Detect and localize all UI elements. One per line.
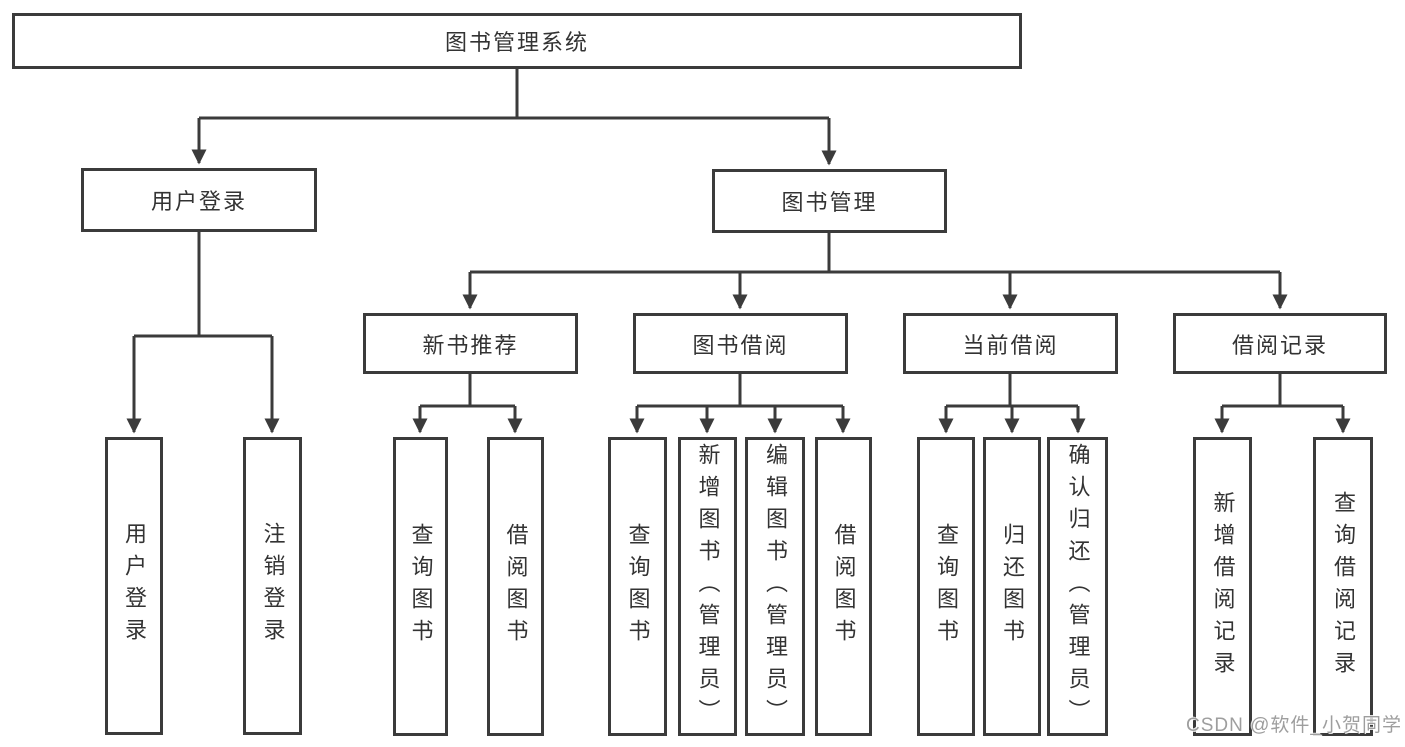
node-book-borrow-label: 图书借阅 — [692, 332, 789, 358]
leaf-user-login-label: 用户登录 — [122, 522, 147, 650]
edges-book-management — [462, 233, 1288, 310]
node-root-label: 图书管理系统 — [444, 30, 589, 55]
leaf-query-books-current-label: 查询图书 — [934, 522, 959, 651]
watermark: CSDN @软件_小贺同学 — [1186, 715, 1402, 736]
leaf-add-borrow-record: 新增借阅记录 — [1193, 437, 1252, 736]
edges-current-borrow — [938, 374, 1086, 434]
edges-book-borrow — [629, 374, 851, 434]
node-user-login-label: 用户登录 — [150, 189, 247, 214]
leaf-confirm-return-admin-label: 确认归还（管理员） — [1065, 442, 1091, 731]
node-borrow-records: 借阅记录 — [1173, 313, 1387, 374]
edges-user-login — [126, 232, 280, 434]
node-root: 图书管理系统 — [12, 13, 1022, 69]
edges-new-book-recommend — [412, 374, 523, 434]
edges-borrow-records — [1214, 374, 1351, 434]
leaf-borrow-books-recommend-label: 借阅图书 — [503, 522, 529, 651]
leaf-add-book-admin: 新增图书（管理员） — [678, 437, 737, 736]
node-current-borrow-label: 当前借阅 — [962, 332, 1059, 358]
leaf-user-login: 用户登录 — [105, 437, 163, 735]
node-current-borrow: 当前借阅 — [903, 313, 1118, 374]
leaf-query-books-borrow: 查询图书 — [608, 437, 667, 736]
leaf-logout: 注销登录 — [243, 437, 302, 735]
leaf-logout-label: 注销登录 — [260, 522, 286, 650]
leaf-edit-book-admin: 编辑图书（管理员） — [745, 437, 805, 736]
leaf-query-borrow-record-label: 查询借阅记录 — [1331, 490, 1356, 683]
node-user-login: 用户登录 — [81, 168, 317, 232]
edges-root — [191, 69, 837, 166]
leaf-return-book: 归还图书 — [983, 437, 1041, 736]
node-new-book-recommend: 新书推荐 — [363, 313, 578, 374]
leaf-query-books-recommend: 查询图书 — [393, 437, 448, 736]
node-book-management-label: 图书管理 — [781, 190, 878, 215]
leaf-edit-book-admin-label: 编辑图书（管理员） — [763, 442, 788, 731]
node-new-book-recommend-label: 新书推荐 — [422, 332, 519, 358]
node-borrow-records-label: 借阅记录 — [1231, 332, 1328, 358]
leaf-add-borrow-record-label: 新增借阅记录 — [1210, 490, 1236, 683]
node-book-management: 图书管理 — [712, 169, 947, 233]
leaf-query-books-recommend-label: 查询图书 — [408, 522, 434, 651]
leaf-borrow-books-label: 借阅图书 — [831, 522, 857, 651]
leaf-query-borrow-record: 查询借阅记录 — [1313, 437, 1373, 736]
leaf-borrow-books-recommend: 借阅图书 — [487, 437, 544, 736]
leaf-return-book-label: 归还图书 — [1000, 522, 1025, 651]
leaf-add-book-admin-label: 新增图书（管理员） — [695, 442, 721, 731]
leaf-confirm-return-admin: 确认归还（管理员） — [1047, 437, 1108, 736]
leaf-borrow-books: 借阅图书 — [815, 437, 872, 736]
leaf-query-books-current: 查询图书 — [917, 437, 975, 736]
node-book-borrow: 图书借阅 — [633, 313, 848, 374]
leaf-query-books-borrow-label: 查询图书 — [625, 522, 651, 651]
